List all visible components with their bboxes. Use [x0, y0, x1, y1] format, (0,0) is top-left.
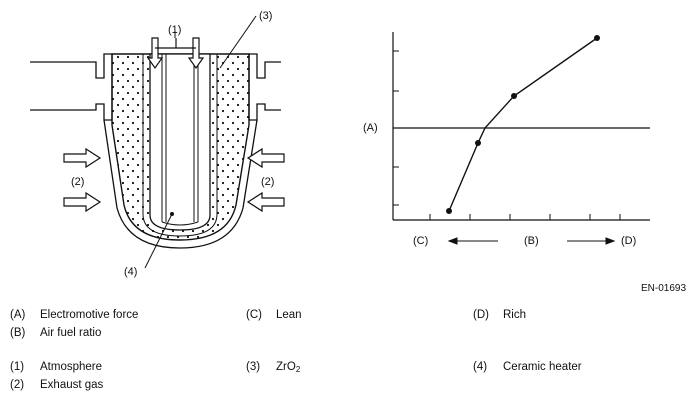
- figure-code: EN-01693: [641, 283, 687, 294]
- legend-d: (D) Rich: [473, 308, 526, 322]
- legend-d-key: (D): [473, 309, 489, 321]
- legend-a-key: (A): [10, 309, 26, 321]
- legend-3: (3) ZrO2: [246, 360, 300, 377]
- legend-c-text: Lean: [276, 309, 302, 321]
- output-curve: [448, 37, 598, 212]
- legend-4-key: (4): [473, 361, 488, 373]
- graph-label-b: (B): [524, 235, 539, 247]
- atmosphere-arrows: [146, 37, 205, 70]
- legend-1: (1) Atmosphere: [10, 360, 102, 374]
- curve-point: [511, 93, 517, 99]
- legend-1-key: (1): [10, 361, 25, 373]
- legend-3-key: (3): [246, 361, 261, 373]
- curve-point: [475, 140, 481, 146]
- curve-point: [594, 35, 600, 41]
- label-exhaust-left: (2): [71, 176, 85, 188]
- curve-point: [446, 208, 452, 214]
- graph-label-c: (C): [413, 235, 429, 247]
- legend-3-subscript: 2: [295, 365, 301, 374]
- legend-2: (2) Exhaust gas: [10, 378, 103, 392]
- legend-b-key: (B): [10, 327, 26, 339]
- legend-1-text: Atmosphere: [40, 361, 103, 373]
- mounting-boss: [30, 53, 281, 121]
- graph-label-d: (D): [621, 235, 637, 247]
- legend-2-key: (2): [10, 379, 25, 391]
- ceramic-heater: [161, 54, 199, 222]
- legend-a: (A) Electromotive force: [10, 308, 138, 322]
- legend-2-text: Exhaust gas: [40, 379, 104, 391]
- legend-b-text: Air fuel ratio: [40, 327, 102, 339]
- exhaust-arrows: [63, 147, 285, 213]
- legend-4: (4) Ceramic heater: [473, 360, 582, 374]
- sensor-element: [103, 53, 258, 249]
- legend-b: (B) Air fuel ratio: [10, 326, 101, 340]
- graph-ticks: [393, 50, 621, 220]
- label-zro2: (3): [259, 10, 273, 22]
- leader-lines: [144, 15, 257, 269]
- legend-3-text: ZrO: [276, 361, 296, 373]
- legend-a-text: Electromotive force: [40, 309, 139, 321]
- graph-label-a: (A): [363, 122, 378, 134]
- output-graph: [392, 32, 650, 245]
- label-atmosphere: (1): [168, 24, 182, 36]
- label-heater: (4): [124, 266, 138, 278]
- legend-d-text: Rich: [503, 309, 527, 321]
- legend-c: (C) Lean: [246, 308, 302, 322]
- legend-4-text: Ceramic heater: [503, 361, 582, 373]
- direction-arrows: [447, 237, 616, 245]
- legend-c-key: (C): [246, 309, 262, 321]
- label-exhaust-right: (2): [261, 176, 275, 188]
